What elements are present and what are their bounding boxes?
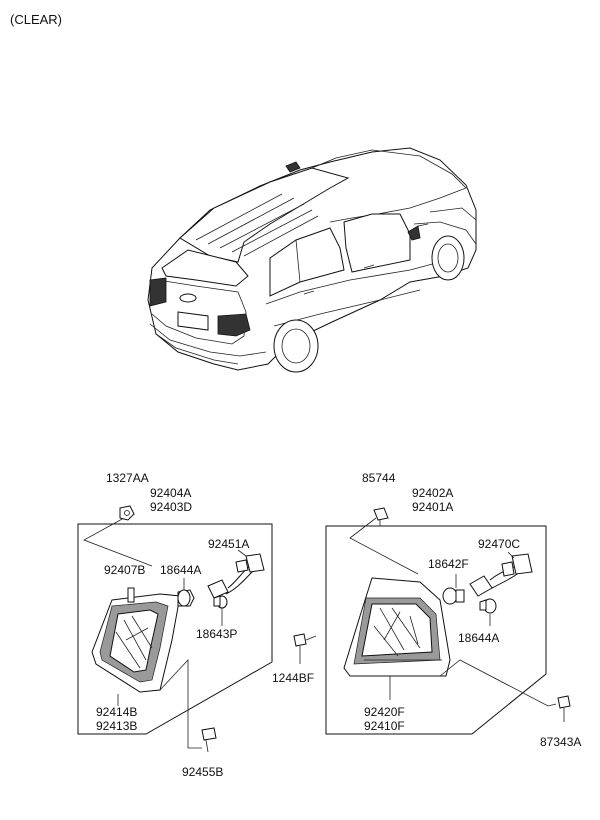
label-18642F: 18642F (428, 557, 469, 571)
label-92451A: 92451A (208, 537, 249, 551)
label-92470C: 92470C (478, 537, 520, 551)
vehicle-illustration (147, 147, 477, 373)
screw-icon (293, 633, 317, 647)
small-bulb-icon (479, 598, 497, 614)
label-18643P: 18643P (196, 627, 237, 641)
label-87343A: 87343A (540, 735, 581, 749)
label-92410F: 92410F (364, 719, 405, 733)
tail-lamp-housing-icon (91, 587, 181, 693)
label-1327AA: 1327AA (106, 471, 149, 485)
socket-harness-icon (207, 553, 265, 599)
socket-harness-icon (469, 553, 533, 597)
label-92404A: 92404A (150, 486, 191, 500)
label-92402A: 92402A (412, 486, 453, 500)
small-bulb-icon (213, 595, 228, 609)
bolt-icon (557, 695, 571, 722)
label-92403D: 92403D (150, 500, 192, 514)
variant-label: (CLEAR) (10, 12, 62, 27)
right-lamp-assembly (293, 507, 571, 735)
label-85744: 85744 (362, 471, 396, 485)
tail-lamp-housing-icon (343, 577, 451, 677)
bulb-icon (442, 587, 465, 605)
label-92420F: 92420F (364, 705, 405, 719)
label-92413B: 92413B (96, 719, 137, 733)
clip-icon (373, 507, 389, 526)
label-18644A: 18644A (160, 563, 201, 577)
label-1244BF: 1244BF (272, 671, 314, 685)
left-lamp-assembly (77, 505, 273, 753)
label-92455B: 92455B (182, 765, 223, 779)
label-92407B: 92407B (104, 563, 145, 577)
label-18644A-right: 18644A (458, 631, 499, 645)
bulb-icon (177, 589, 195, 607)
label-92401A: 92401A (412, 500, 453, 514)
label-92414B: 92414B (96, 705, 137, 719)
screw-icon (201, 727, 217, 753)
nut-icon (119, 505, 135, 521)
